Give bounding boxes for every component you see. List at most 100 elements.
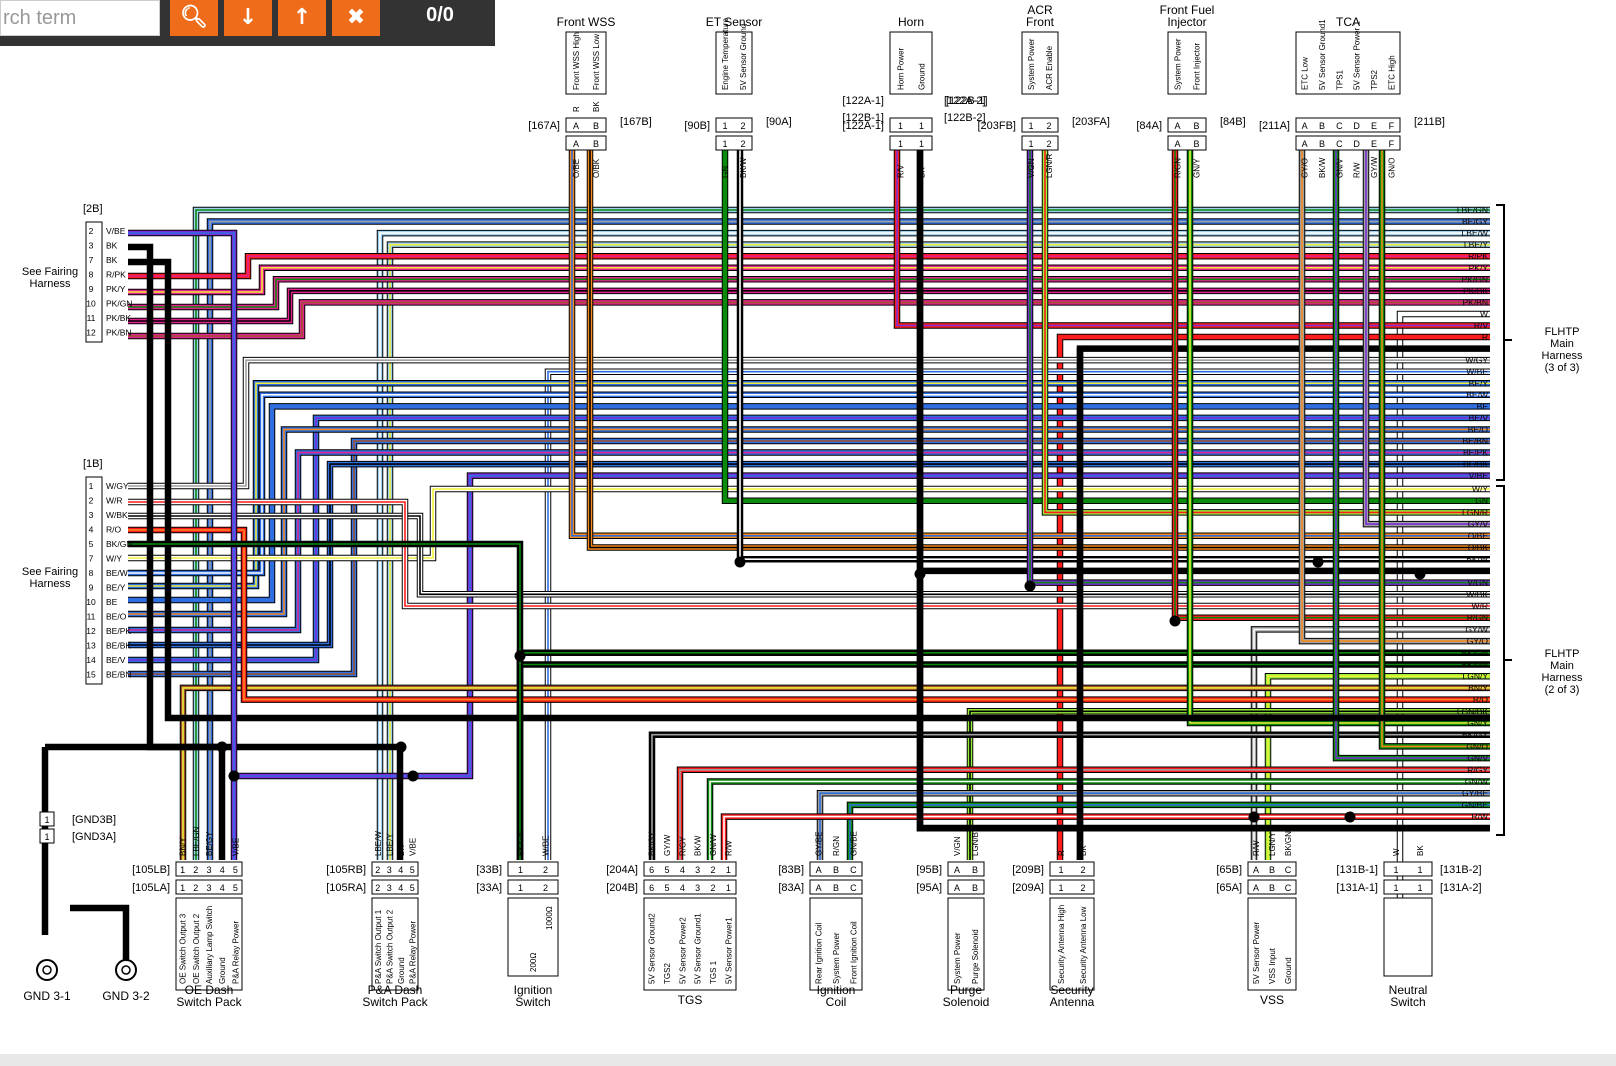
pin-function: ETC Low bbox=[1301, 57, 1310, 90]
pin-number: 5 bbox=[664, 883, 669, 893]
pin-number: 1 bbox=[1417, 883, 1422, 893]
splice-dot bbox=[228, 770, 240, 782]
pin-function: OE Switch Output 2 bbox=[192, 913, 201, 984]
splice-dot bbox=[216, 741, 228, 753]
pin-number: 8 bbox=[89, 568, 94, 578]
pin-number: 5 bbox=[233, 865, 238, 875]
component-title: Horn bbox=[898, 15, 924, 29]
wire-code: GY/W bbox=[1370, 156, 1379, 178]
pin-function: 5V Sensor Power 1 bbox=[1353, 21, 1362, 90]
pin-letter: B bbox=[1319, 139, 1325, 149]
connector-id: [105RA] bbox=[326, 882, 366, 894]
wire-code: PK/BN bbox=[1462, 297, 1488, 307]
harness-wire-stripe bbox=[571, 150, 1490, 537]
connector-id: [122B-1] bbox=[946, 95, 988, 107]
pin-function: P&A Switch Output 2 bbox=[385, 909, 394, 984]
pin-function: 5V Sensor Ground2 bbox=[648, 913, 657, 984]
pin-number: 7 bbox=[89, 554, 94, 564]
harness-wire-stripe bbox=[379, 232, 1490, 860]
wire-code: O/BK bbox=[1468, 543, 1489, 553]
component-title: Front WSS bbox=[557, 15, 616, 29]
wire-code: BK/GN bbox=[106, 539, 132, 549]
wire-layer bbox=[41, 140, 1490, 960]
harness-wire bbox=[1041, 150, 1490, 516]
wire-code: R/GY bbox=[678, 836, 687, 856]
wire-code: V/GN bbox=[953, 836, 962, 856]
pin-letter: A bbox=[1302, 121, 1308, 131]
pin-number: B bbox=[833, 865, 839, 875]
pin-function: System Power bbox=[1174, 38, 1183, 90]
wire-code: BK/GN bbox=[517, 831, 526, 856]
pin-function: System Power bbox=[1027, 38, 1036, 90]
pin-number: 1 bbox=[518, 883, 523, 893]
wire-code: BK bbox=[1079, 845, 1088, 856]
wire-code: PK/GN bbox=[106, 299, 132, 309]
pin-letter: C bbox=[1336, 121, 1343, 131]
wire-code: R bbox=[1482, 332, 1488, 342]
wire-code: GN/Y bbox=[1467, 718, 1488, 728]
wire-code: GY/W bbox=[1465, 624, 1488, 634]
pin-function: 5V Sensor Ground1 bbox=[1318, 19, 1327, 90]
wire-code: BN/Y bbox=[179, 837, 188, 856]
match-counter: 0/0 bbox=[426, 4, 454, 26]
next-match-button[interactable]: ↓ bbox=[224, 0, 272, 36]
wire-code: BK bbox=[1477, 566, 1489, 576]
component-title: Switch Pack bbox=[362, 995, 428, 1009]
wire-code: BK bbox=[592, 101, 601, 112]
harness-wire-stripe bbox=[128, 417, 1490, 661]
pin-number: 4 bbox=[680, 883, 685, 893]
harness-wire-stripe bbox=[1029, 150, 1490, 584]
harness-wire-color bbox=[128, 300, 1490, 339]
connector-id: [209A] bbox=[1012, 882, 1044, 894]
harness-label: FLHTP bbox=[1545, 326, 1580, 338]
pin-number: 12 bbox=[86, 328, 96, 338]
pin-number: 3 bbox=[89, 510, 94, 520]
harness-wire-stripe bbox=[128, 394, 1490, 574]
pin-letter: B bbox=[1319, 121, 1325, 131]
harness-wire-stripe bbox=[849, 804, 1490, 860]
pin-letter: F bbox=[1389, 139, 1395, 149]
connector-box bbox=[175, 879, 243, 895]
component-title: Switch Pack bbox=[176, 995, 242, 1009]
component-title: ET Sensor bbox=[706, 15, 762, 29]
harness-wire-stripe bbox=[969, 710, 1490, 860]
wire-code: W/R bbox=[1471, 601, 1488, 611]
wire-code: BE/O bbox=[106, 612, 127, 622]
clear-search-button[interactable]: ✖ bbox=[332, 0, 380, 36]
wire-code: W/BE bbox=[542, 836, 551, 856]
bottom-scrollbar[interactable] bbox=[0, 1054, 1616, 1066]
pin-function: P&A Relay Power bbox=[408, 921, 417, 984]
previous-match-button[interactable]: ↑ bbox=[278, 0, 326, 36]
pin-letter: 1 bbox=[722, 139, 727, 149]
pin-number: 1 bbox=[726, 865, 731, 875]
wire-code: W/BE bbox=[1466, 367, 1488, 377]
pin-letter: 1 bbox=[919, 121, 924, 131]
wire-code: R/V bbox=[1474, 321, 1489, 331]
wire-code: O/BK bbox=[592, 158, 601, 178]
harness-wire-stripe bbox=[1365, 150, 1490, 525]
search-input[interactable]: rch term bbox=[0, 0, 160, 36]
wire-code: R/O bbox=[1473, 695, 1489, 705]
component-title: Security bbox=[1050, 983, 1093, 997]
connector-id: [84A] bbox=[1136, 120, 1162, 132]
pin-function: 5V Sensor Power1 bbox=[724, 917, 733, 984]
wire-code: GN/O bbox=[1387, 158, 1396, 178]
wire-code: BE/BN bbox=[106, 670, 132, 680]
connector-box bbox=[1295, 117, 1401, 133]
connector-box bbox=[1247, 879, 1297, 895]
component-title: Purge bbox=[950, 983, 982, 997]
connector-id: [122B-1] bbox=[842, 112, 884, 124]
wire-code: BE/BN bbox=[1462, 436, 1488, 446]
search-button[interactable]: 🔍︎ bbox=[170, 0, 218, 36]
harness-wire-stripe bbox=[1044, 150, 1490, 514]
wire-code: BE bbox=[1477, 401, 1489, 411]
gnd3-2-wire-color bbox=[70, 905, 129, 960]
wire-code: GY/O bbox=[1467, 636, 1489, 646]
pin-number: 1 bbox=[1058, 883, 1063, 893]
connector-id: [65B] bbox=[1216, 864, 1242, 876]
pin-letter: B bbox=[1193, 139, 1199, 149]
component-body bbox=[1383, 897, 1433, 977]
connector-id: [105LA] bbox=[132, 882, 170, 894]
pin-number: 2 bbox=[543, 865, 548, 875]
connector-id: [209B] bbox=[1012, 864, 1044, 876]
